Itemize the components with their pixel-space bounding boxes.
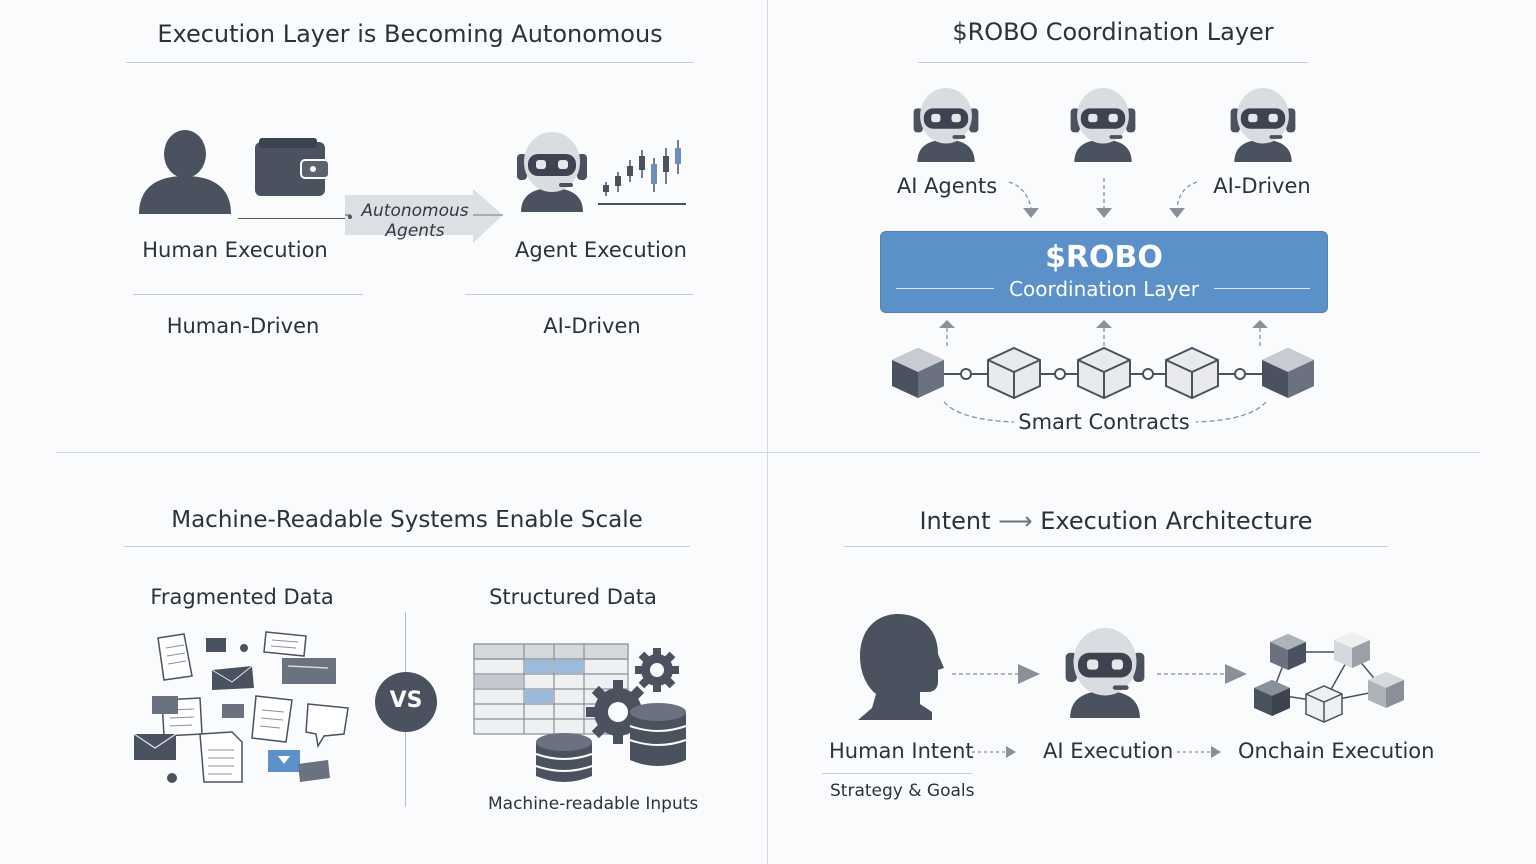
q4-title-intent: Intent	[919, 507, 991, 535]
cube-icon	[1165, 346, 1219, 400]
person-icon	[139, 130, 231, 214]
q4-title-rest: Execution Architecture	[1040, 507, 1313, 535]
q4-title-rule	[844, 546, 1388, 547]
q2-title: $ROBO Coordination Layer	[952, 18, 1274, 46]
smart-contracts-label: Smart Contracts	[1018, 410, 1190, 434]
robo-box-subtitle: Coordination Layer	[1009, 277, 1199, 301]
q1-arrow-shape	[345, 189, 503, 243]
robo-box-title: $ROBO	[1045, 240, 1163, 275]
q1-title-rule	[126, 62, 694, 63]
q1-arrow-line1: Autonomous	[361, 201, 469, 221]
candlestick-chart-icon	[598, 140, 686, 205]
smart-contract-chain	[892, 346, 1314, 400]
cube-icon	[1368, 672, 1404, 708]
structured-data-label: Structured Data	[489, 585, 657, 609]
q3-title: Machine-Readable Systems Enable Scale	[171, 507, 643, 533]
box-rule-right	[1214, 288, 1310, 289]
q1-arrow-label: Autonomous Agents	[350, 201, 480, 241]
vs-badge: VS	[375, 672, 437, 732]
cube-icon	[1334, 632, 1370, 668]
agent-execution-label: Agent Execution	[515, 238, 687, 262]
human-execution-label: Human Execution	[142, 238, 328, 262]
onchain-execution-label: Onchain Execution	[1238, 739, 1435, 763]
q2-title-rule	[918, 62, 1308, 63]
box-rule-left	[896, 288, 994, 289]
ai-driven-label: AI-Driven	[543, 314, 641, 338]
q3-title-rule	[124, 546, 690, 547]
cube-icon	[1254, 680, 1290, 716]
robo-coordination-box: $ROBO Coordination Layer	[880, 231, 1328, 313]
q1-right-rule	[465, 294, 693, 295]
human-head-icon	[858, 614, 944, 720]
robot-icon	[1230, 88, 1296, 162]
cube-icon	[1262, 348, 1314, 398]
cube-icon	[1270, 634, 1306, 670]
vs-text: VS	[389, 688, 423, 713]
q4-strategy-rule	[822, 773, 972, 774]
robot-icon	[1070, 88, 1136, 162]
dashed-arrow-small	[972, 746, 1016, 758]
cube-icon	[987, 346, 1041, 400]
gear-icon	[635, 648, 679, 692]
q1-connector-line	[238, 218, 348, 219]
q1-left-rule	[133, 294, 363, 295]
wallet-icon	[255, 138, 330, 196]
up-arrows	[939, 320, 1268, 346]
ai-agents-label: AI Agents	[896, 174, 998, 198]
ai-execution-label: AI Execution	[1043, 739, 1174, 763]
human-driven-label: Human-Driven	[166, 314, 320, 338]
right-arrow-icon: ⟶	[998, 507, 1041, 535]
robot-icon	[1065, 628, 1145, 718]
vertical-divider	[767, 0, 768, 864]
down-arrows	[1008, 178, 1198, 218]
q4-title: Intent ⟶ Execution Architecture	[844, 507, 1388, 535]
structured-data-icon	[473, 643, 687, 782]
cube-icon	[1077, 346, 1131, 400]
contracts-bracket	[943, 401, 1267, 423]
q1-title: Execution Layer is Becoming Autonomous	[157, 20, 663, 48]
q1-arrow-line2: Agents	[385, 221, 445, 241]
fragmented-data-label: Fragmented Data	[150, 585, 334, 609]
dashed-arrow	[952, 664, 1040, 684]
machine-readable-inputs-label: Machine-readable Inputs	[488, 794, 699, 814]
cube-icon	[892, 348, 944, 398]
fragmented-documents-icon	[133, 631, 349, 783]
database-icon	[629, 703, 687, 766]
horizontal-divider	[56, 452, 1480, 453]
dashed-arrow-small	[1177, 746, 1221, 758]
robot-icon	[913, 88, 979, 162]
database-icon	[535, 733, 593, 782]
ai-driven-agent-label: AI-Driven	[1213, 174, 1311, 198]
blockchain-network-icon	[1254, 632, 1404, 723]
robot-icon	[517, 132, 587, 212]
strategy-goals-label: Strategy & Goals	[830, 781, 975, 801]
cube-icon	[1305, 685, 1343, 723]
human-intent-label: Human Intent	[829, 739, 974, 763]
dashed-arrow	[1157, 664, 1247, 684]
